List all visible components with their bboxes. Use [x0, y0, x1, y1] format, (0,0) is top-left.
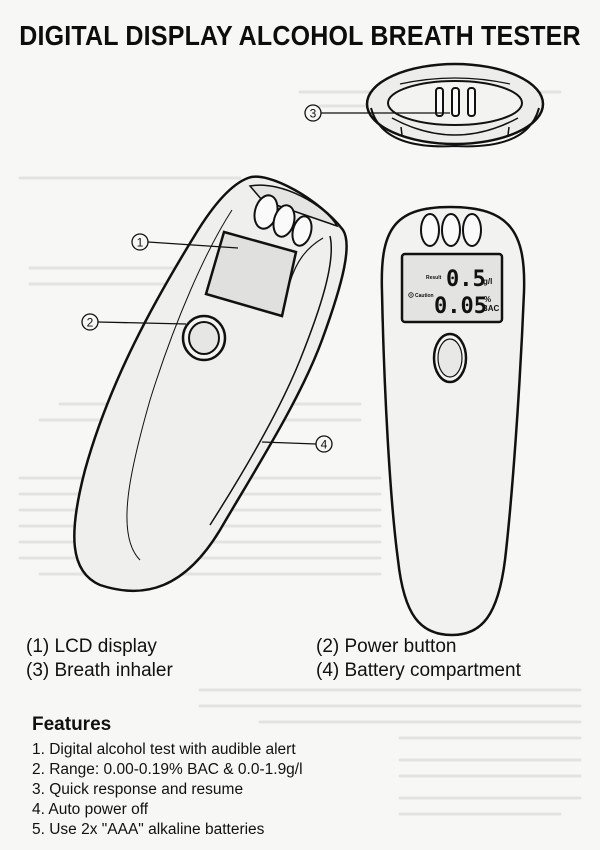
lcd-bac-unit-top: % [484, 295, 491, 304]
callout-4: 4 [261, 435, 333, 453]
features-heading: Features [32, 714, 112, 735]
callout-3-number: 3 [310, 107, 317, 121]
device-diagram: 3 1 [73, 62, 545, 637]
lcd-result-value: 0.5 [446, 267, 486, 292]
callout-3: 3 [304, 104, 450, 122]
callout-2-number: 2 [87, 316, 94, 330]
features-list: 1. Digital alcohol test with audible ale… [32, 740, 303, 840]
feature-item: 4. Auto power off [32, 801, 149, 818]
legend-battery-compartment: (4) Battery compartment [316, 660, 521, 681]
callout-2: 2 [81, 313, 187, 331]
lcd-bac-value: 0.05 [434, 294, 487, 319]
feature-item: 2. Range: 0.00-0.19% BAC & 0.0-1.9g/l [32, 761, 303, 778]
lcd-readout: Result 0.5 g/l Caution 0.05 % BAC [408, 267, 500, 319]
callout-1: 1 [131, 233, 239, 251]
page-title: DIGITAL DISPLAY ALCOHOL BREATH TESTER [19, 20, 581, 52]
callout-1-number: 1 [137, 236, 144, 250]
lcd-result-unit: g/l [483, 277, 492, 286]
lcd-result-label: Result [426, 275, 442, 281]
device-angled-view [73, 175, 348, 593]
legend-lcd-display: (1) LCD display [26, 636, 157, 657]
caution-icon [408, 292, 414, 298]
lcd-bac-unit-bottom: BAC [482, 304, 500, 313]
callout-4-number: 4 [321, 438, 328, 452]
feature-item: 5. Use 2x "AAA" alkaline batteries [32, 821, 265, 838]
device-top-view [365, 62, 545, 148]
legend-breath-inhaler: (3) Breath inhaler [26, 660, 173, 681]
feature-item: 1. Digital alcohol test with audible ale… [32, 741, 296, 758]
device-front-view [380, 205, 526, 637]
lcd-caution-label: Caution [415, 293, 434, 299]
feature-item: 3. Quick response and resume [32, 781, 244, 798]
legend-power-button: (2) Power button [316, 636, 457, 657]
